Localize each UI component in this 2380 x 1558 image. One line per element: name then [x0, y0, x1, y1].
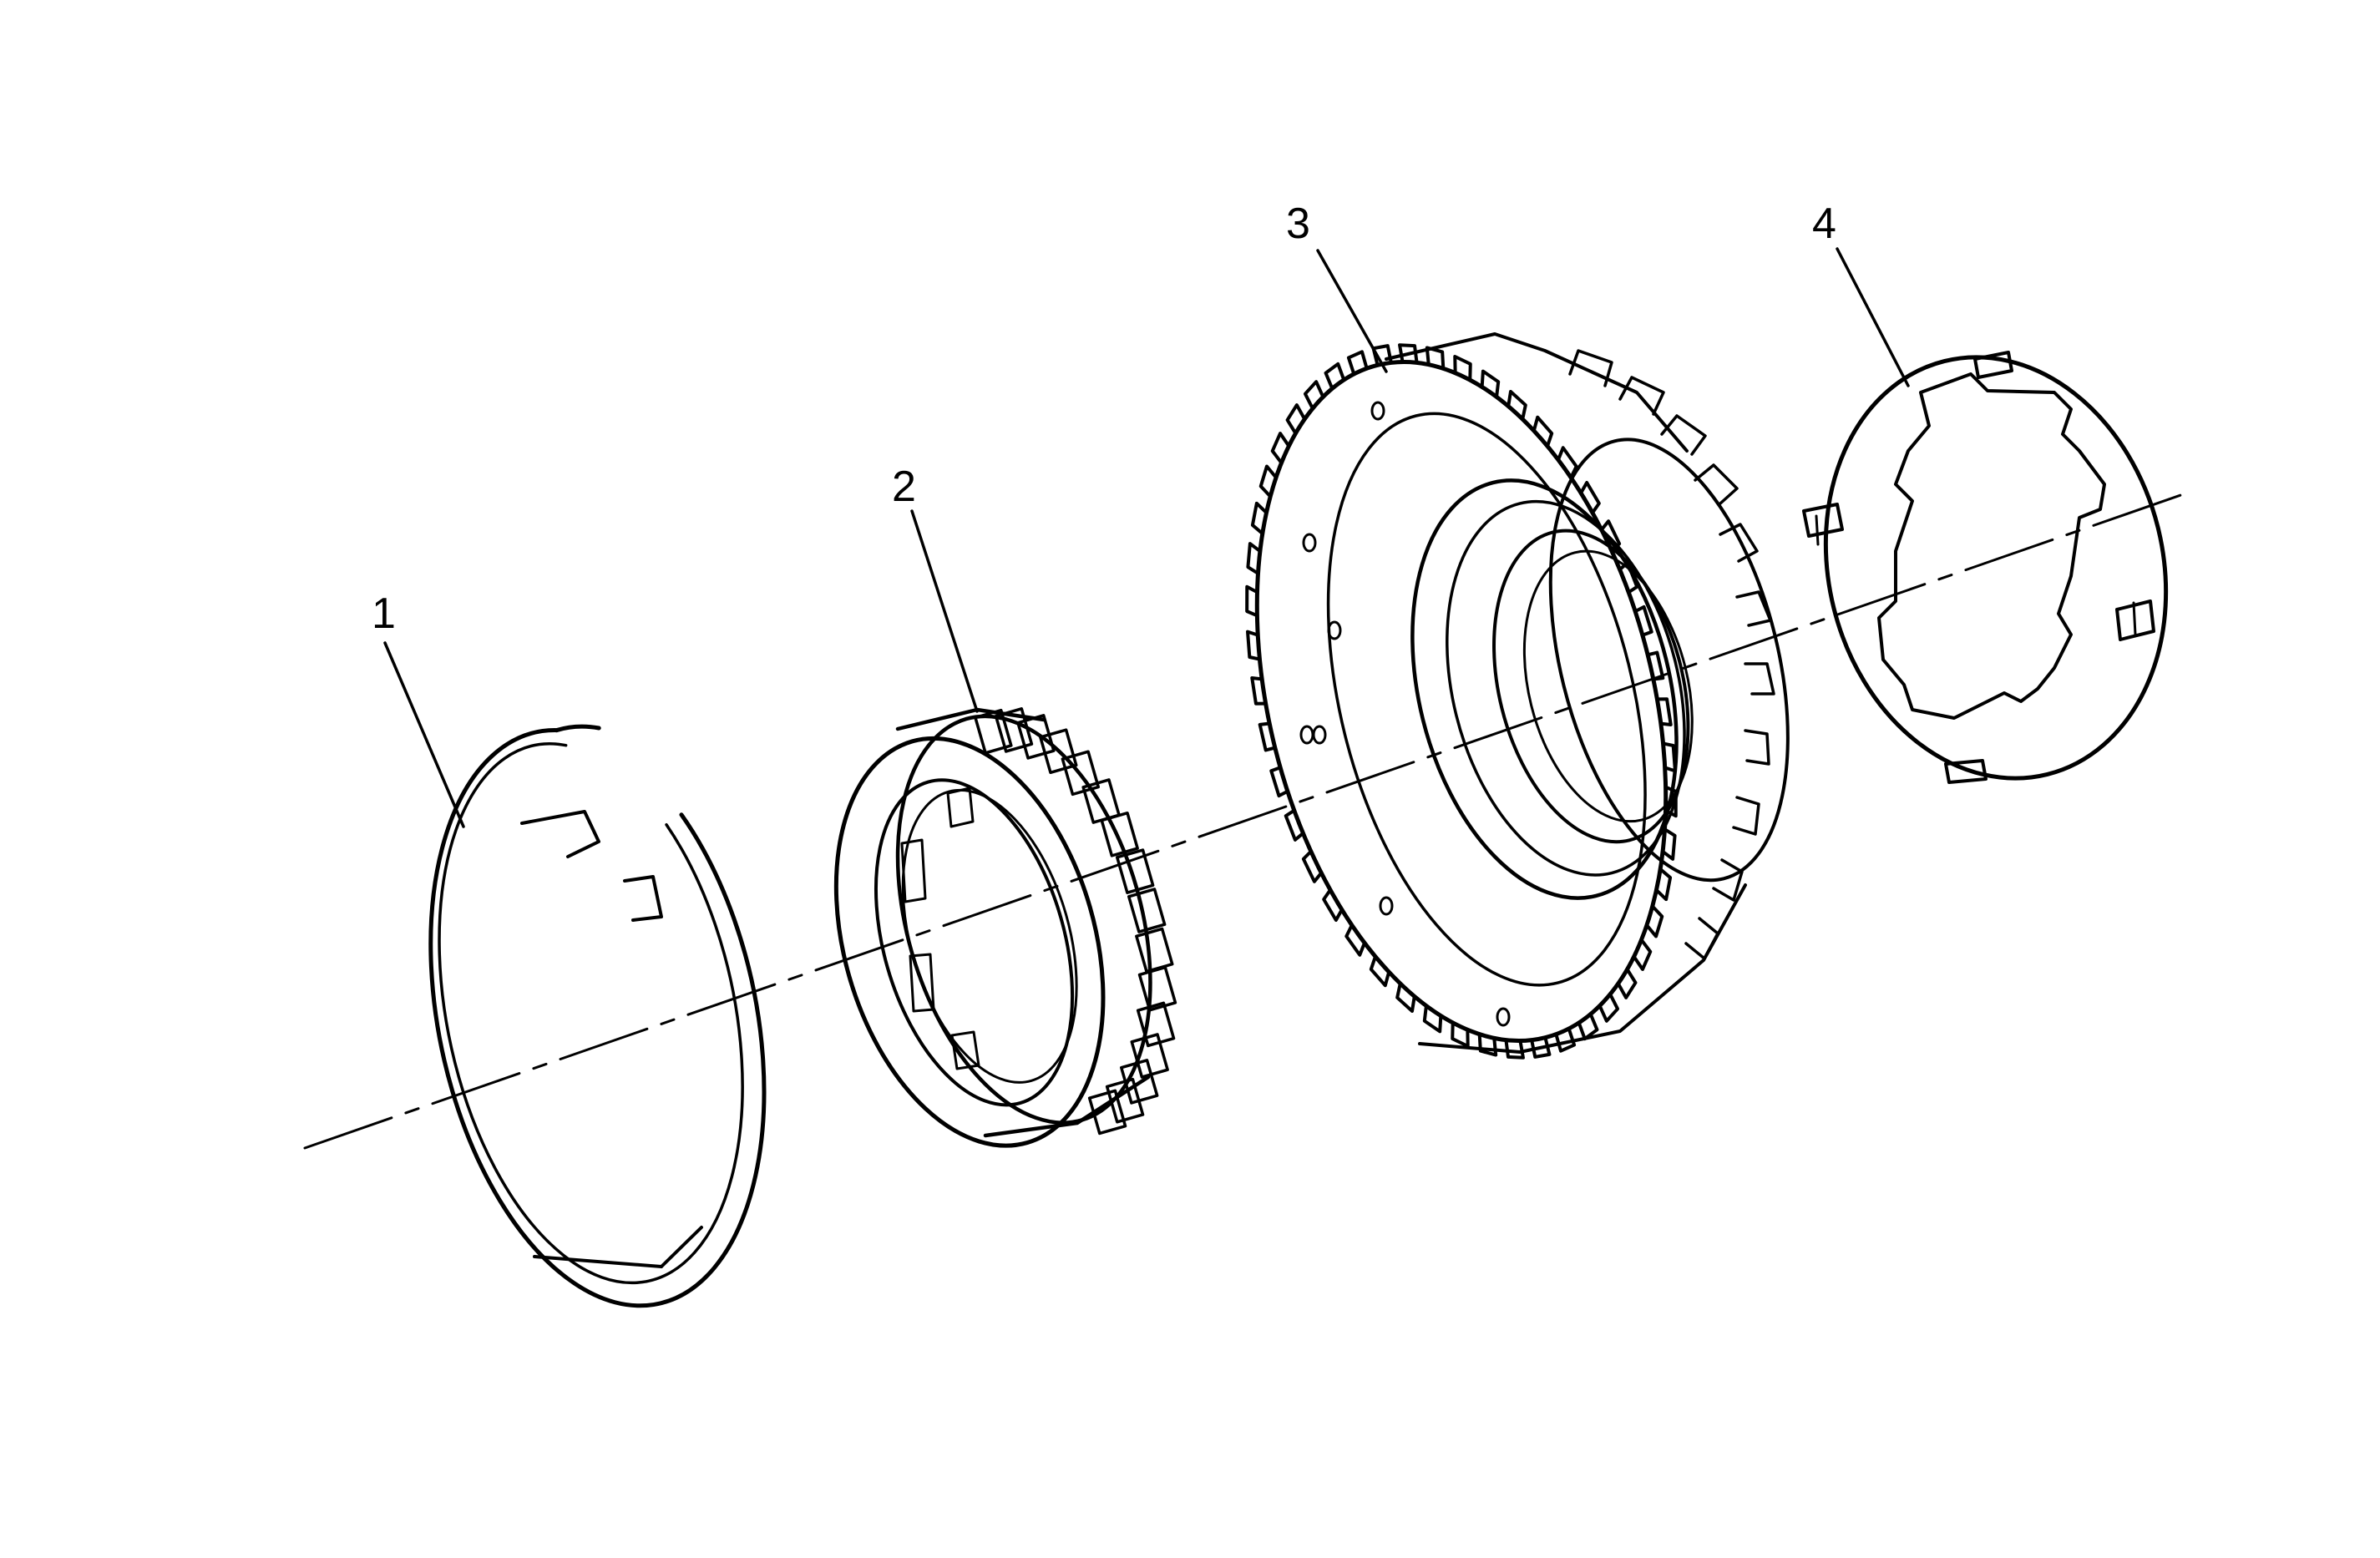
- clutch-roller: [1127, 888, 1167, 933]
- drum-tooth: [1632, 938, 1653, 971]
- drum-tooth: [1644, 904, 1664, 938]
- drum-tooth: [1284, 808, 1305, 842]
- drum-tooth: [1453, 355, 1472, 382]
- clutch-roller: [1087, 1089, 1127, 1136]
- drum-tooth: [1346, 350, 1369, 377]
- clutch-roller: [1137, 965, 1177, 1012]
- drum-tooth: [1258, 721, 1277, 752]
- drum-tooth: [1269, 766, 1289, 798]
- part-3-drum-housing: [1245, 332, 1790, 1060]
- drum-tooth: [1477, 1032, 1498, 1057]
- drum-tooth: [1633, 604, 1653, 637]
- drum-tooth: [1245, 584, 1259, 618]
- clutch-roller: [994, 707, 1034, 753]
- callout-2: 2: [892, 463, 916, 511]
- callout-leaders: [383, 247, 1910, 828]
- clutch-roller: [1120, 1059, 1159, 1105]
- leader-line-4: [1836, 247, 1910, 387]
- drum-tooth: [1504, 1038, 1525, 1060]
- drum-tooth: [1395, 981, 1416, 1013]
- part-2-roller-clutch: [833, 707, 1177, 1148]
- drum-tooth: [1371, 344, 1393, 367]
- assembly-centerline: [303, 491, 2190, 1150]
- drum-tooth: [1344, 923, 1367, 957]
- part-4-thrust-washer: [1802, 351, 2169, 784]
- drum-tooth: [1258, 464, 1279, 498]
- drum-tooth: [1654, 867, 1673, 902]
- drum-tooth: [1655, 697, 1673, 726]
- clutch-roller: [974, 708, 1013, 755]
- drum-tooth: [1577, 1012, 1599, 1041]
- drum-tooth: [1422, 1004, 1443, 1034]
- drum-tooth: [1324, 362, 1346, 391]
- callout-3: 3: [1286, 200, 1310, 248]
- leader-line-1: [383, 641, 465, 828]
- clutch-roller: [1130, 1033, 1169, 1079]
- drum-tooth: [1398, 343, 1419, 365]
- drum-tooth: [1246, 542, 1262, 575]
- clutch-roller: [1105, 1077, 1145, 1124]
- drum-tooth: [1598, 992, 1620, 1023]
- drum-tooth: [1369, 954, 1391, 988]
- leader-line-3: [1316, 249, 1388, 373]
- callout-1: 1: [372, 589, 396, 638]
- drum-tooth: [1246, 630, 1262, 661]
- clutch-roller: [1116, 848, 1155, 894]
- leader-line-2: [910, 509, 979, 713]
- callout-4: 4: [1812, 200, 1836, 248]
- clutch-roller: [1016, 714, 1056, 760]
- drum-tooth: [1303, 380, 1325, 411]
- part-1-snap-ring: [428, 724, 767, 1308]
- drum-tooth: [1285, 403, 1307, 436]
- drum-tooth: [1532, 415, 1554, 448]
- clutch-roller: [1100, 811, 1139, 857]
- drum-tooth: [1270, 432, 1291, 465]
- drum-tooth: [1250, 501, 1268, 536]
- drum-tooth: [1556, 446, 1578, 480]
- clutch-roller: [1039, 728, 1078, 775]
- drum-tooth: [1425, 346, 1446, 371]
- drum-tooth: [1506, 390, 1527, 422]
- drum-tooth: [1480, 369, 1501, 399]
- drum-tooth: [1451, 1020, 1470, 1048]
- drum-tooth: [1579, 480, 1601, 515]
- drum-tooth: [1661, 827, 1677, 861]
- drum-tooth: [1250, 676, 1268, 706]
- drum-tooth: [1616, 967, 1638, 999]
- drum-tooth: [1301, 849, 1324, 883]
- drum-tooth: [1646, 650, 1665, 681]
- drum-tooth: [1322, 888, 1344, 923]
